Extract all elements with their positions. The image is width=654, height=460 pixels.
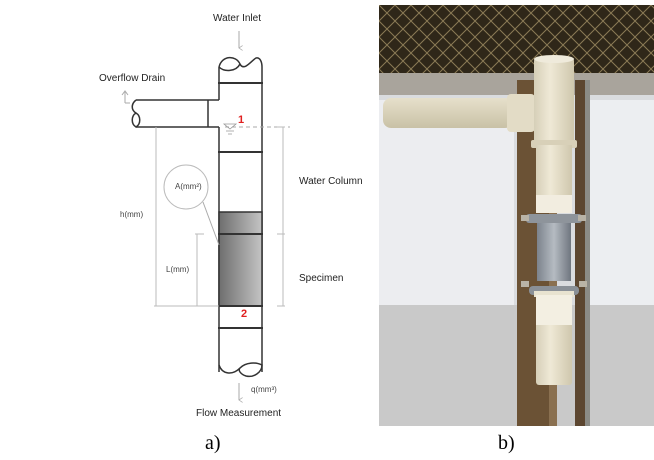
specimen-label: Specimen [299, 273, 344, 284]
upper-clamp [526, 214, 582, 223]
head-label: h(mm) [120, 210, 144, 219]
t-joint [534, 57, 574, 145]
area-label: A(mm²) [175, 182, 202, 191]
length-label: L(mm) [166, 265, 190, 274]
specimen-section [218, 211, 263, 307]
water-inlet-label: Water Inlet [213, 13, 261, 24]
water-column-label: Water Column [299, 176, 363, 187]
caption-b: b) [498, 432, 515, 454]
overflow-arrow [121, 90, 130, 104]
pipe-bottom-break [218, 362, 263, 378]
flow-label: q(mm³) [251, 385, 277, 394]
pipe-top-break [218, 56, 263, 68]
flow-measurement-label: Flow Measurement [196, 408, 282, 419]
permeameter-diagram [121, 31, 290, 460]
area-callout-circle [163, 164, 209, 210]
area-callout-leader [202, 201, 220, 246]
specimen-metal-wrap [537, 223, 571, 281]
water-level-symbol [222, 123, 238, 135]
point-1-marker: 1 [238, 114, 245, 126]
overflow-pipe [383, 98, 513, 128]
overflow-drain-label: Overflow Drain [99, 73, 166, 84]
point-2-marker: 2 [241, 308, 248, 320]
permeameter-photo [379, 5, 654, 426]
side-pipe-break [131, 99, 141, 128]
caption-a: a) [205, 432, 221, 454]
chain-link-fence [379, 5, 654, 80]
